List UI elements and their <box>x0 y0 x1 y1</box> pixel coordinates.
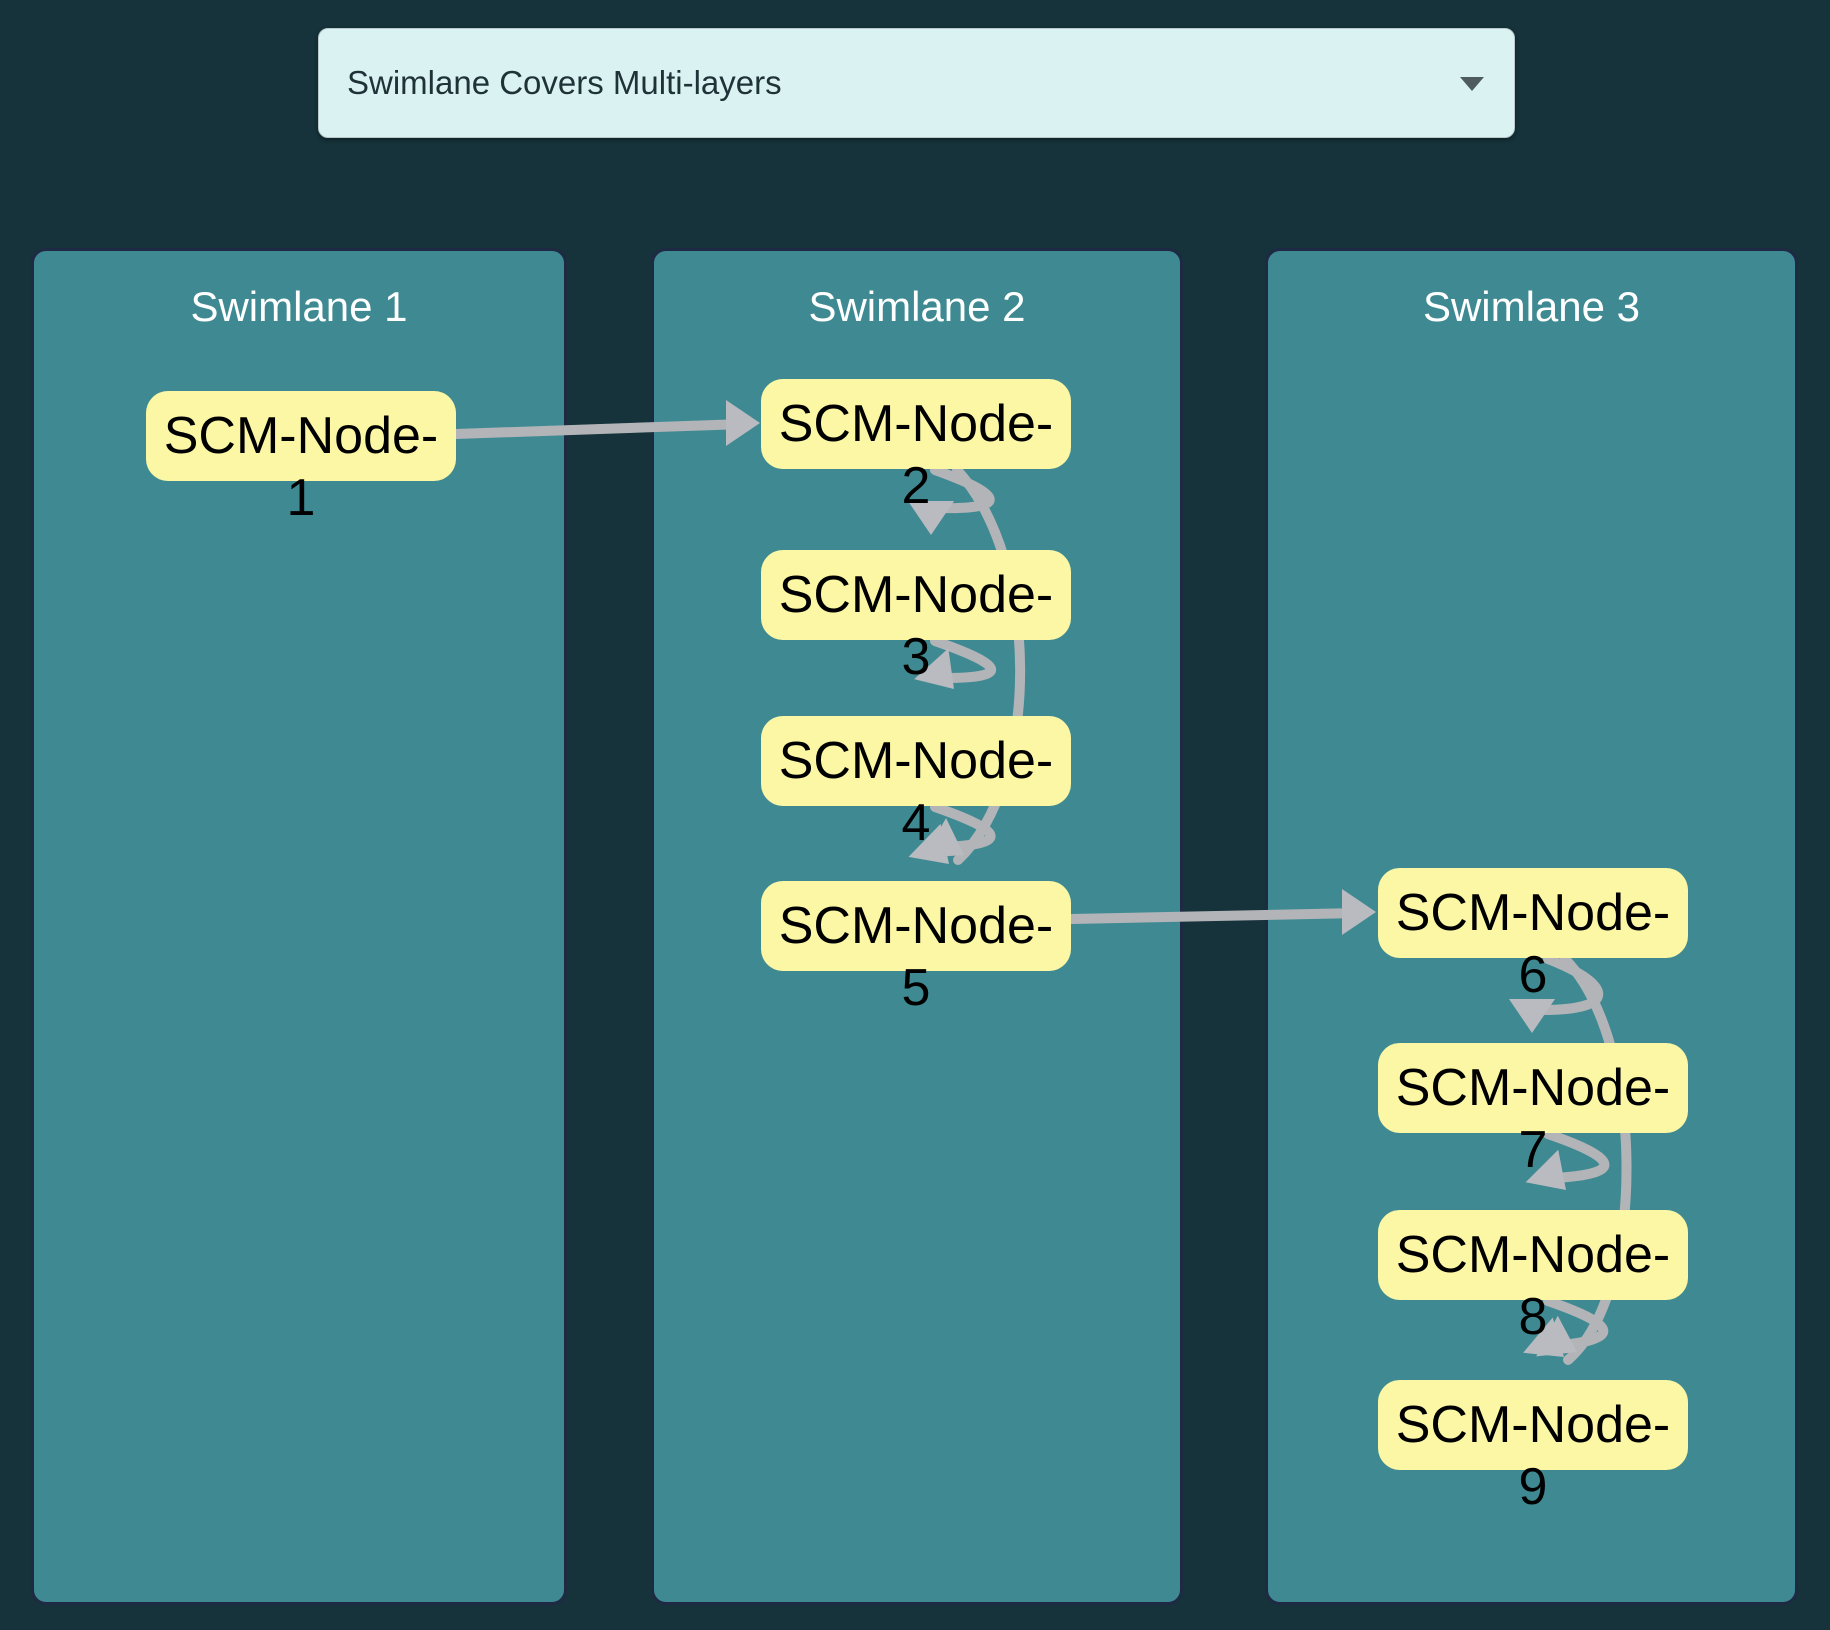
node-label[interactable]: SCM-Node- <box>761 379 1071 469</box>
node-number: 4 <box>901 794 931 852</box>
node-number: 9 <box>1518 1458 1548 1516</box>
node-label[interactable]: SCM-Node- <box>1378 1380 1688 1470</box>
node-scm-node-6[interactable]: SCM-Node- 6 <box>1378 868 1688 1004</box>
swimlane-2-title: Swimlane 2 <box>808 283 1026 330</box>
node-label[interactable]: SCM-Node- <box>1378 868 1688 958</box>
dropdown-selected-value: Swimlane Covers Multi-layers <box>347 64 782 101</box>
node-label[interactable]: SCM-Node- <box>1378 1210 1688 1300</box>
node-scm-node-2[interactable]: SCM-Node- 2 <box>761 379 1071 515</box>
node-label[interactable]: SCM-Node- <box>1378 1043 1688 1133</box>
swimlane-3-title: Swimlane 3 <box>1422 283 1641 330</box>
node-number: 3 <box>901 628 931 686</box>
node-label[interactable]: SCM-Node- <box>761 881 1071 971</box>
node-number: 1 <box>286 469 316 527</box>
node-number: 8 <box>1518 1288 1548 1346</box>
demo-selector-dropdown[interactable]: Swimlane Covers Multi-layers <box>318 28 1515 138</box>
node-label[interactable]: SCM-Node- <box>761 716 1071 806</box>
node-scm-node-1[interactable]: SCM-Node- 1 <box>146 391 456 527</box>
node-label[interactable]: SCM-Node- <box>146 391 456 481</box>
node-scm-node-9[interactable]: SCM-Node- 9 <box>1378 1380 1688 1516</box>
node-scm-node-5[interactable]: SCM-Node- 5 <box>761 881 1071 1017</box>
node-label[interactable]: SCM-Node- <box>761 550 1071 640</box>
node-scm-node-8[interactable]: SCM-Node- 8 <box>1378 1210 1688 1346</box>
node-number: 5 <box>901 959 931 1017</box>
node-scm-node-4[interactable]: SCM-Node- 4 <box>761 716 1071 852</box>
node-scm-node-3[interactable]: SCM-Node- 3 <box>761 550 1071 686</box>
chevron-down-icon <box>1460 77 1484 91</box>
node-scm-node-7[interactable]: SCM-Node- 7 <box>1378 1043 1688 1179</box>
node-number: 2 <box>901 457 931 515</box>
node-number: 7 <box>1518 1121 1548 1179</box>
node-number: 6 <box>1518 946 1548 1004</box>
swimlane-1-title: Swimlane 1 <box>190 283 408 330</box>
